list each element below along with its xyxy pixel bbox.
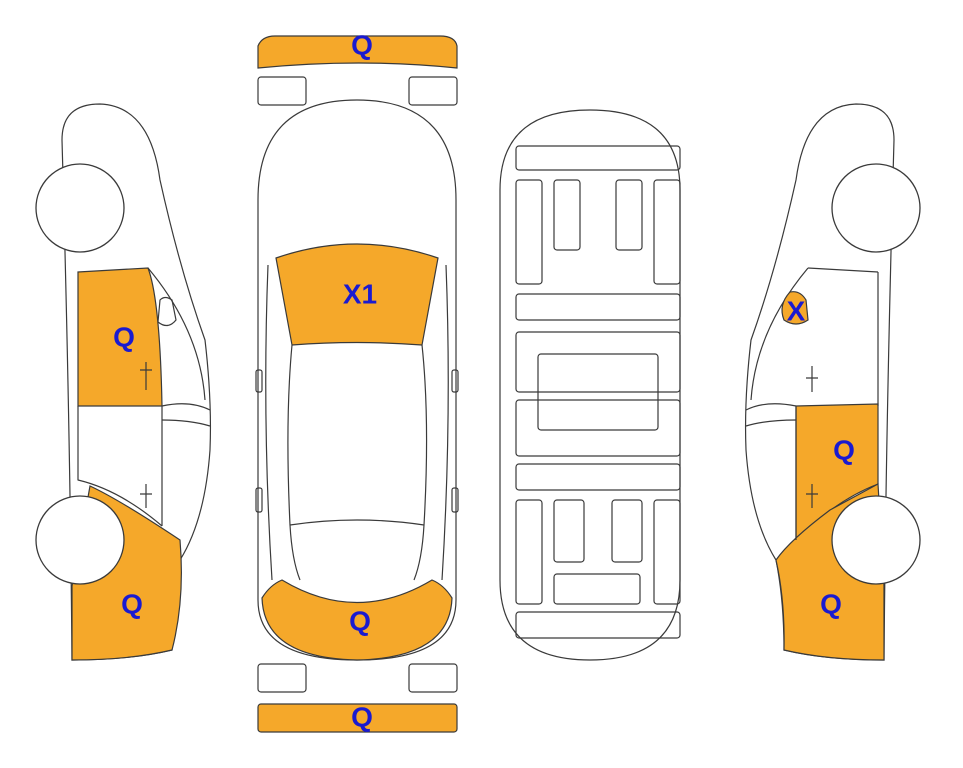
left-rear-wheel	[35, 495, 125, 585]
trunk-damage[interactable]	[261, 579, 453, 661]
rear-bumper[interactable]	[257, 703, 458, 733]
right-rear-wheel	[831, 495, 921, 585]
front-left-light	[257, 76, 307, 106]
rear-left-light	[257, 663, 307, 693]
right-mirror-label: X	[787, 295, 806, 326]
front-right-light	[408, 76, 458, 106]
right-rear-quarter-label: Q	[820, 588, 842, 619]
front-bumper[interactable]	[257, 35, 458, 69]
front-bumper-label: Q	[351, 29, 373, 60]
car-right-side-view	[744, 103, 921, 661]
right-mirror-damage[interactable]	[781, 291, 809, 325]
hood-label: X1	[343, 278, 377, 309]
front-bumper-damage	[257, 35, 458, 69]
car-left-side-view	[35, 103, 212, 661]
right-rear-door-label: Q	[833, 434, 855, 465]
hood-damage[interactable]	[275, 243, 439, 346]
left-rear-quarter-label: Q	[121, 588, 143, 619]
car-interior-view	[499, 109, 681, 661]
trunk-label: Q	[349, 605, 371, 636]
left-front-door-label: Q	[113, 321, 135, 352]
rear-right-light	[408, 663, 458, 693]
left-front-wheel	[35, 163, 125, 253]
rear-bumper-label: Q	[351, 701, 373, 732]
car-top-view	[255, 99, 459, 661]
right-front-wheel	[831, 163, 921, 253]
rear-bumper-damage	[257, 703, 458, 733]
